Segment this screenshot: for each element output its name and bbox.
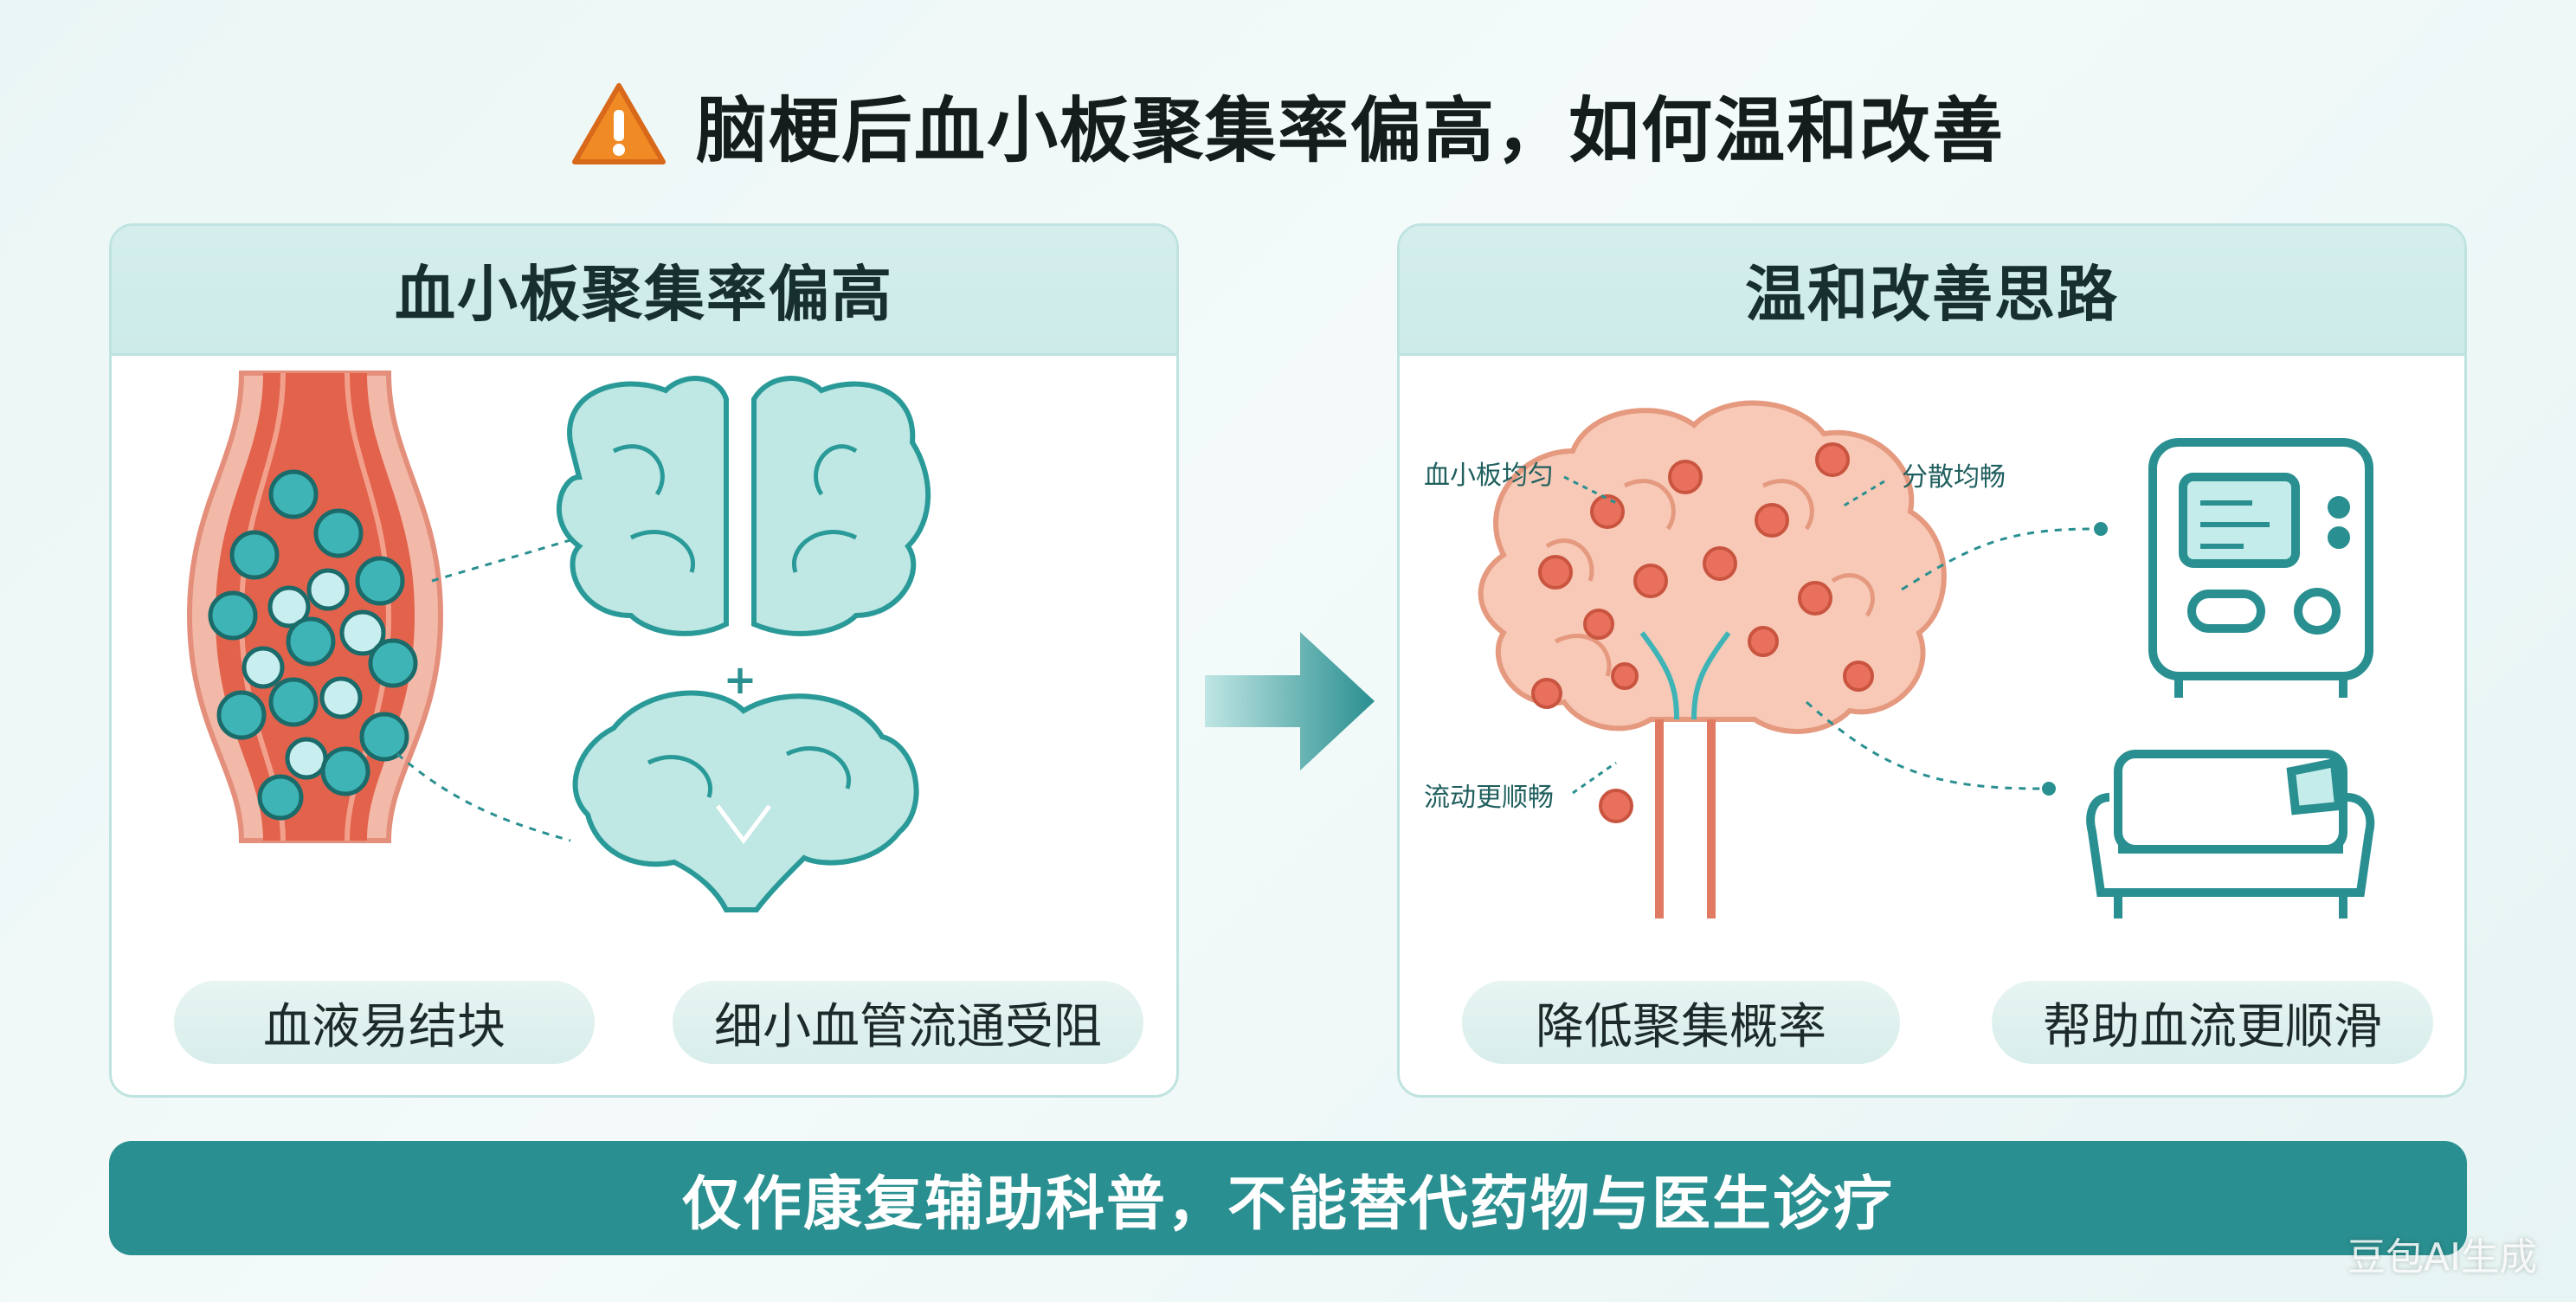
disclaimer-text: 仅作康复辅助科普，不能替代药物与医生诊疗 xyxy=(681,1170,1894,1239)
dispersed-platelets xyxy=(1531,442,1874,823)
sofa-icon xyxy=(2086,750,2375,918)
label-reduce-aggregation: 降低聚集概率 xyxy=(1462,981,1900,1064)
problem-panel: 血小板聚集率偏高 xyxy=(109,223,1179,1098)
page-title-text: 脑梗后血小板聚集率偏高，如何温和改善 xyxy=(695,89,2005,172)
annotation-smooth-flow: 流动更顺畅 xyxy=(1424,783,1554,813)
problem-illustration: + xyxy=(186,371,931,912)
label-blood-clots: 血液易结块 xyxy=(174,981,595,1064)
brain-top-icon xyxy=(556,376,931,636)
solution-panel-title: 温和改善思路 xyxy=(1745,259,2119,330)
label-smoother-flow: 帮助血流更顺滑 xyxy=(1992,981,2433,1064)
problem-panel-title: 血小板聚集率偏高 xyxy=(395,259,893,330)
annotation-dispersed: 分散均畅 xyxy=(1902,462,2006,493)
blood-vessel-illustration xyxy=(186,371,580,843)
brain-side-icon xyxy=(572,690,919,912)
platelet-cluster xyxy=(208,469,418,821)
watermark: 豆包AI生成 xyxy=(2347,1235,2538,1279)
label-vessel-blocked: 细小血管流通受阻 xyxy=(673,981,1143,1064)
plus-sign: + xyxy=(724,656,757,703)
solution-panel: 温和改善思路 血小板 xyxy=(1397,223,2467,1098)
problem-panel-header: 血小板聚集率偏高 xyxy=(112,226,1176,356)
warning-icon xyxy=(571,83,666,164)
healthy-brain-icon: 血小板均匀 分散均畅 流动更顺畅 xyxy=(1424,400,2108,918)
solution-illustration: 血小板均匀 分散均畅 流动更顺畅 xyxy=(1424,400,2375,918)
disclaimer-banner: 仅作康复辅助科普，不能替代药物与医生诊疗 xyxy=(109,1141,2467,1255)
solution-panel-header: 温和改善思路 xyxy=(1400,226,2464,356)
monitor-device-icon xyxy=(2148,438,2373,698)
page-title: 脑梗后血小板聚集率偏高，如何温和改善 xyxy=(0,68,2576,180)
annotation-platelets-even: 血小板均匀 xyxy=(1424,461,1554,491)
right-arrow-icon xyxy=(1205,632,1375,770)
